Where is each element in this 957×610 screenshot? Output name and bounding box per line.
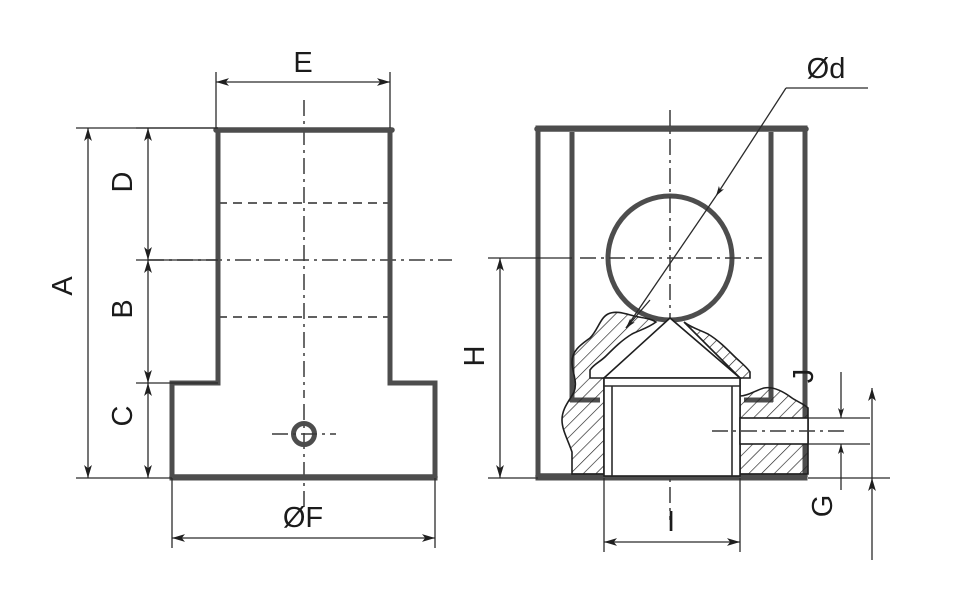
bore-diameter-leader: Ød (625, 53, 868, 329)
dimension-label-d: Ød (807, 53, 846, 85)
dimension-D: D (107, 127, 218, 261)
dimension-A: A (47, 127, 218, 479)
front-elevation-view: A D B C (47, 47, 452, 548)
dimension-label-B: B (107, 299, 139, 318)
dimension-B: B (107, 260, 218, 384)
dimension-F: ØF (171, 478, 436, 548)
section-hatch-left (561, 311, 658, 475)
dimension-label-J: J (788, 369, 820, 384)
dimension-H: H (459, 257, 572, 479)
dimension-label-D: D (107, 172, 139, 193)
dimension-label-G: G (807, 495, 839, 518)
dimension-I: I (603, 478, 741, 552)
internal-boss (603, 377, 741, 477)
dimension-label-I: I (667, 506, 675, 538)
dimension-label-A: A (47, 276, 79, 296)
dimension-label-E: E (293, 47, 312, 79)
dimension-label-F: ØF (283, 502, 323, 534)
dimension-C: C (107, 383, 152, 478)
section-view: Ød H I J (459, 53, 890, 560)
side-port-slot (712, 417, 848, 445)
dimension-label-C: C (107, 406, 139, 427)
dimension-E: E (215, 47, 391, 128)
front-view-hidden-lines (218, 202, 390, 318)
dimension-J: J (788, 369, 870, 490)
dimension-G: G (807, 388, 890, 560)
dimension-label-H: H (459, 346, 491, 367)
flange-center-hole (272, 421, 336, 447)
